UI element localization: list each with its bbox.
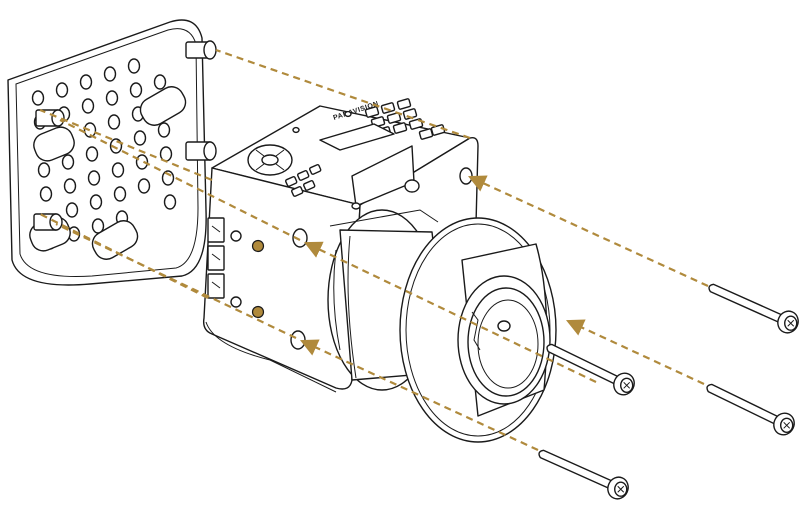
plate-hole-21 — [157, 122, 171, 138]
guide-arrow-4 — [215, 48, 471, 140]
plate-hole-18 — [85, 146, 99, 162]
plate-hole-7 — [81, 98, 95, 114]
guide-arrow-7 — [39, 213, 209, 299]
guide-arrow-5 — [59, 119, 301, 241]
front-mount-hole-right-top — [459, 167, 473, 185]
guide-arrow-2 — [566, 319, 705, 385]
assembly-guide-arrows — [39, 48, 709, 451]
lens-opening-inner — [467, 287, 545, 397]
plate-slot-right-upper — [139, 86, 187, 126]
plate-hole-13 — [107, 114, 121, 130]
plate-hole-17 — [61, 154, 75, 170]
front-mount-hole-left-bottom — [290, 330, 306, 350]
plate-hole-22 — [39, 186, 53, 202]
camera-left-face — [202, 167, 361, 390]
plate-hole-1 — [55, 82, 69, 98]
screw-bottom-right — [706, 383, 795, 436]
top-key-7 — [392, 122, 408, 134]
mounting-screws — [538, 283, 799, 500]
plate-hole-20 — [133, 130, 147, 146]
plate-slot-left-upper — [33, 126, 75, 162]
screw-center — [546, 343, 635, 396]
plate-standoff-middle — [185, 141, 217, 161]
mounting-plate — [7, 19, 217, 286]
plate-hole-29 — [89, 194, 103, 210]
plate-hole-10 — [153, 74, 167, 90]
top-key-2 — [396, 98, 412, 110]
plate-hole-grid — [31, 58, 177, 250]
side-keypad — [284, 164, 322, 197]
plate-standoff-left-upper — [35, 109, 65, 127]
plate-hole-8 — [105, 90, 119, 106]
side-key-4 — [302, 180, 316, 191]
plate-hole-3 — [103, 66, 117, 82]
side-key-0 — [284, 176, 298, 187]
top-key-0 — [364, 106, 380, 118]
plate-hole-37 — [163, 194, 177, 210]
plate-hole-16 — [37, 162, 51, 178]
plate-hole-12 — [83, 122, 97, 138]
side-port-bottom — [230, 296, 242, 308]
plate-hole-23 — [63, 178, 77, 194]
joystick-center-button — [261, 154, 279, 166]
lens-pin — [497, 320, 511, 332]
status-led — [292, 126, 300, 134]
brass-hole-bottom — [251, 305, 265, 319]
side-key-2 — [308, 164, 322, 175]
side-key-1 — [296, 170, 310, 181]
front-mount-hole-left-top — [292, 228, 308, 248]
guide-arrow-3 — [300, 339, 539, 451]
plate-hole-4 — [127, 58, 141, 74]
top-screw — [344, 110, 352, 118]
top-corner-screw — [351, 202, 361, 210]
display-window — [319, 123, 395, 151]
top-key-1 — [380, 102, 396, 114]
screw-top-right — [708, 283, 799, 334]
plate-slot-right-lower — [91, 220, 139, 260]
lens-mount — [327, 209, 557, 443]
guide-arrow-8 — [39, 108, 213, 182]
housing-screw — [404, 179, 420, 193]
brass-hole-top — [251, 239, 265, 253]
top-key-4 — [386, 112, 402, 124]
side-key-3 — [290, 186, 304, 197]
plate-hole-9 — [129, 82, 143, 98]
plate-standoff-top — [185, 40, 217, 60]
plate-hole-24 — [87, 170, 101, 186]
plate-hole-28 — [65, 202, 79, 218]
plate-hole-0 — [31, 90, 45, 106]
plate-hole-2 — [79, 74, 93, 90]
plate-hole-30 — [113, 186, 127, 202]
guide-arrow-0 — [467, 175, 709, 288]
guide-arrow-1 — [304, 241, 597, 383]
plate-hole-25 — [111, 162, 125, 178]
side-port-top — [230, 230, 242, 242]
side-connector-strip — [207, 217, 225, 299]
screw-bottom-left — [538, 449, 629, 500]
plate-hole-31 — [137, 178, 151, 194]
